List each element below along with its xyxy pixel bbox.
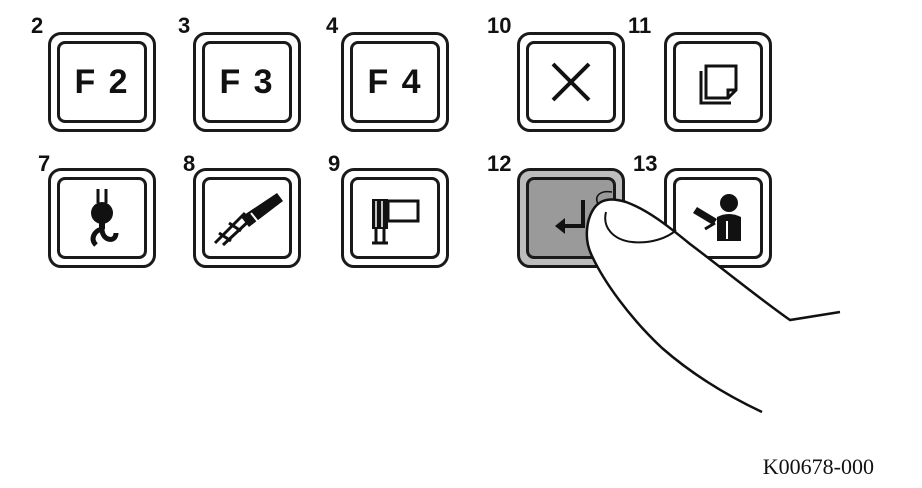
- f3-key[interactable]: F 3: [193, 32, 301, 132]
- outrigger-icon: [372, 199, 420, 245]
- enter-key[interactable]: [517, 168, 625, 268]
- key-number-7: 7: [38, 151, 51, 176]
- f3-key-label: F 3: [219, 62, 275, 101]
- hook-key[interactable]: [48, 168, 156, 268]
- crane-hook-icon: [90, 189, 119, 247]
- key-number-8: 8: [183, 151, 196, 176]
- key-number-4: 4: [326, 13, 339, 38]
- cancel-key[interactable]: [517, 32, 625, 132]
- key-number-2: 2: [31, 13, 44, 38]
- figure-reference-code: K00678-000: [762, 454, 874, 479]
- f2-key[interactable]: F 2: [48, 32, 156, 132]
- key-number-3: 3: [178, 13, 191, 38]
- boom-icon: [213, 193, 283, 247]
- key-number-9: 9: [328, 151, 341, 176]
- f4-key[interactable]: F 4: [341, 32, 449, 132]
- operator-icon: [693, 194, 741, 241]
- key-number-10: 10: [487, 13, 512, 38]
- key-number-12: 12: [487, 151, 512, 176]
- key-number-13: 13: [633, 151, 658, 176]
- page-key[interactable]: [664, 32, 772, 132]
- pages-icon: [699, 64, 738, 105]
- close-icon: [551, 62, 591, 102]
- f4-key-label: F 4: [367, 62, 423, 101]
- operator-key[interactable]: [664, 168, 772, 268]
- f2-key-label: F 2: [74, 62, 130, 101]
- key-number-11: 11: [628, 13, 652, 38]
- boom-key[interactable]: [193, 168, 301, 268]
- enter-icon: [555, 200, 585, 234]
- outrigger-key[interactable]: [341, 168, 449, 268]
